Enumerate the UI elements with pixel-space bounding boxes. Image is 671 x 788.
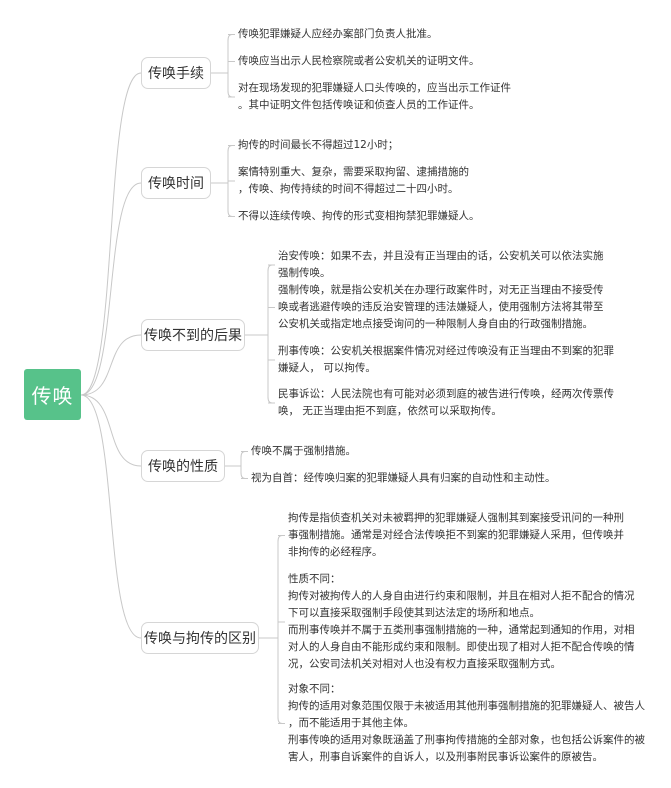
leaf-trunk [277,535,283,724]
leaf-line: 治安传唤：如果不去，并且没有正当理由的话，公安机关可以依法实施 [278,250,604,262]
leaf-line: 传唤不属于强制措施。 [251,445,356,457]
root-node[interactable]: 传唤 [24,369,81,420]
root-branch-connector [80,72,142,396]
leaf-line: 唤或者逃避传唤的违反治安管理的违法嫌疑人，使用强制方法将其带至 [278,301,604,313]
leaf-line: 公安机关或指定地点接受询问的一种限制人身自由的行政强制措施。 [278,318,593,330]
leaf-line: 强制传唤。 [278,267,331,279]
branch-node[interactable]: 传唤与拘传的区别 [141,622,259,654]
leaf-line: 况，公安司法机关对相对人也没有权力直接采取强制方式。 [288,658,561,670]
leaf-line: 性质不同： [288,573,341,585]
leaf-line: ，传唤、拘传持续的时间不得超过二十四小时。 [238,183,459,195]
leaf-note: 民事诉讼：人民法院也有可能对必须到庭的被告进行传唤，经两次传票传唤， 无正当理由… [278,386,614,420]
leaf-note: 刑事传唤：公安机关根据案件情况对经过传唤没有正当理由不到案的犯罪嫌疑人， 可以拘… [278,343,614,377]
branch-node[interactable]: 传唤的性质 [141,450,225,482]
leaf-line: 下可以直接采取强制手段使其到达法定的场所和地点。 [288,607,540,619]
leaf-line: 刑事传唤的适用对象既涵盖了刑事拘传措施的全部对象，也包括公诉案件的被 [288,734,645,746]
leaf-line: 嫌疑人， 可以拘传。 [278,362,376,374]
leaf-note: 对在现场发现的犯罪嫌疑人口头传唤的，应当出示工作证件。其中证明文件包括传唤证和侦… [238,80,511,114]
branch-node[interactable]: 传唤时间 [141,167,211,199]
leaf-line: 拘传的时间最长不得超过12小时； [238,139,399,151]
leaf-note: 传唤犯罪嫌疑人应经办案部门负责人批准。 [238,26,438,43]
leaf-line: 唤， 无正当理由拒不到庭，依然可以采取拘传。 [278,405,502,417]
leaf-note: 拘传是指侦查机关对未被羁押的犯罪嫌疑人强制其到案接受讯问的一种刑事强制措施。通常… [288,510,624,561]
leaf-line: 对在现场发现的犯罪嫌疑人口头传唤的，应当出示工作证件 [238,82,511,94]
leaf-line: 非拘传的必经程序。 [288,546,383,558]
leaf-line: 民事诉讼：人民法院也有可能对必须到庭的被告进行传唤，经两次传票传 [278,388,614,400]
branch-node[interactable]: 传唤不到的后果 [141,319,245,351]
leaf-line: 视为自首：经传唤归案的犯罪嫌疑人具有归案的自动性和主动性。 [251,472,556,484]
leaf-note: 对象不同： 拘传的适用对象范围仅限于未被适用其他刑事强制措施的犯罪嫌疑人、被告人 ，… [288,681,645,766]
leaf-note: 强制传唤，就是指公安机关在办理行政案件时，对无正当理由不接受传唤或者逃避传唤的违… [278,282,604,333]
leaf-line: ，而不能适用于其他主体。 [288,717,414,729]
root-branch-connector [80,394,142,467]
root-branch-connector [80,394,142,639]
leaf-line: 不得以连续传唤、拘传的形式变相拘禁犯罪嫌疑人。 [238,210,480,222]
leaf-line: 拘传对被拘传人的人身自由进行约束和限制，并且在相对人拒不配合的情况 [288,590,635,602]
leaf-note: 视为自首：经传唤归案的犯罪嫌疑人具有归案的自动性和主动性。 [251,470,556,487]
root-branch-connector [80,182,142,396]
leaf-line: 拘传的适用对象范围仅限于未被适用其他刑事强制措施的犯罪嫌疑人、被告人 [288,700,645,712]
leaf-note: 治安传唤：如果不去，并且没有正当理由的话，公安机关可以依法实施强制传唤。 [278,248,604,282]
branch-node[interactable]: 传唤手续 [141,57,211,89]
leaf-line: 刑事传唤：公安机关根据案件情况对经过传唤没有正当理由不到案的犯罪 [278,345,614,357]
leaf-note: 传唤应当出示人民检察院或者公安机关的证明文件。 [238,53,480,70]
leaf-line: 而刑事传唤并不属于五类刑事强制措施的一种，通常起到通知的作用，对相 [288,624,635,636]
leaf-line: 。其中证明文件包括传唤证和侦查人员的工作证件。 [238,99,480,111]
leaf-trunk [227,34,233,98]
leaf-trunk [240,451,246,479]
leaf-line: 传唤应当出示人民检察院或者公安机关的证明文件。 [238,55,480,67]
leaf-note: 性质不同： 拘传对被拘传人的人身自由进行约束和限制，并且在相对人拒不配合的情况下可… [288,571,635,673]
leaf-line: 拘传是指侦查机关对未被羁押的犯罪嫌疑人强制其到案接受讯问的一种刑 [288,512,624,524]
leaf-note: 拘传的时间最长不得超过12小时； [238,137,398,154]
leaf-line: 强制传唤，就是指公安机关在办理行政案件时，对无正当理由不接受传 [278,284,604,296]
leaf-line: 传唤犯罪嫌疑人应经办案部门负责人批准。 [238,28,438,40]
leaf-trunk [267,264,273,404]
leaf-note: 传唤不属于强制措施。 [251,443,356,460]
leaf-note: 不得以连续传唤、拘传的形式变相拘禁犯罪嫌疑人。 [238,208,480,225]
leaf-line: 害人，刑事自诉案件的自诉人，以及刑事附民事诉讼案件的原被告。 [288,751,603,763]
root-branch-connector [80,334,142,396]
leaf-line: 案情特别重大、复杂，需要采取拘留、逮捕措施的 [238,166,469,178]
leaf-line: 事强制措施。通常是对经合法传唤拒不到案的犯罪嫌疑人采用，但传唤并 [288,529,624,541]
leaf-line: 对人的人身自由不能形成约束和限制。即使出现了相对人拒不配合传唤的情 [288,641,635,653]
leaf-note: 案情特别重大、复杂，需要采取拘留、逮捕措施的 ，传唤、拘传持续的时间不得超过二十四… [238,164,469,198]
leaf-line: 对象不同： [288,683,341,695]
